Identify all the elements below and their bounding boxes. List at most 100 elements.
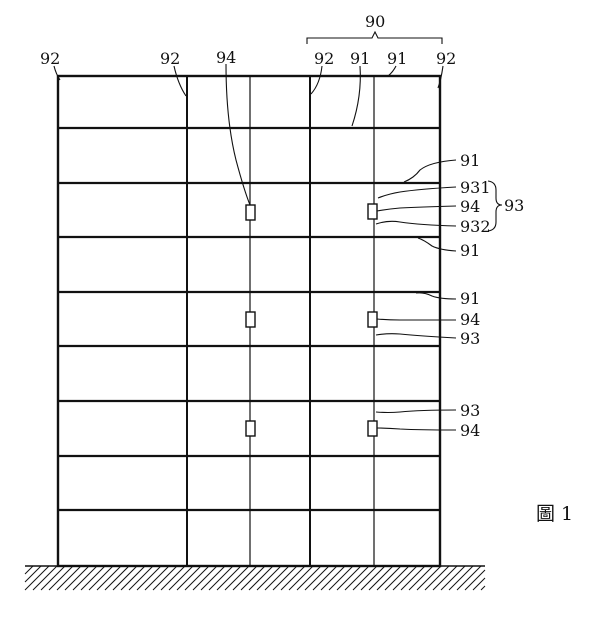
label-94-c: 94 [460,421,480,440]
hatch-line [128,565,154,591]
hatch-line [296,565,322,591]
hatch-line [304,565,330,591]
hatch-line [376,565,402,591]
label-94-b: 94 [460,310,480,329]
device-box [367,203,378,220]
hatch-line [56,565,82,591]
label-91-b: 91 [460,241,480,260]
hatch-line [176,565,202,591]
device-box [245,420,256,437]
hatch-line [96,565,122,591]
label-93-c: 93 [460,401,480,420]
hatch-line [72,565,98,591]
hatch-line [48,565,74,591]
hatch-line [360,565,386,591]
hatch-line [440,565,466,591]
hatch-line [256,565,282,591]
hatch-line [320,565,346,591]
label-92-c: 92 [314,49,334,68]
hatch-line [352,565,378,591]
hatch-line [24,565,42,583]
hatch-line [208,565,234,591]
hatch-line [112,565,138,591]
ground-hatching [24,565,486,591]
hatch-line [344,565,370,591]
hatch-line [280,565,306,591]
hatch-line [24,565,34,575]
hatch-line [232,565,258,591]
label-92-b: 92 [160,49,180,68]
hatch-line [240,565,266,591]
hatch-line [272,565,298,591]
hatch-line [64,565,90,591]
hatch-line [464,569,486,591]
device-box [245,204,256,221]
hatch-line [40,565,66,591]
hatch-line [392,565,418,591]
hatch-line [200,565,226,591]
leader-91-b [417,237,457,252]
hatch-line [216,565,242,591]
leader-92-a [53,65,61,81]
hatch-line [152,565,178,591]
hatch-line [424,565,450,591]
leader-92-b [173,65,187,97]
hatch-line [456,565,482,591]
hatch-line [480,585,486,591]
hatch-line [184,565,210,591]
floor-slabs [58,126,440,512]
hatch-line [160,565,186,591]
hatch-line [328,565,354,591]
reference-labels: 90 92 92 94 92 91 91 92 91 931 94 932 93… [40,12,573,525]
device-box [245,311,256,328]
label-932: 932 [460,217,491,236]
hatch-line [24,565,50,591]
label-931: 931 [460,178,491,197]
label-94-top: 94 [216,48,236,67]
hatch-line [400,565,426,591]
brace-90 [306,30,443,44]
hatch-line [408,565,434,591]
hatch-line [144,565,170,591]
hatch-line [472,577,486,591]
hatch-line [168,565,194,591]
brace-93 [487,180,503,232]
cables [249,76,375,566]
device-box [367,311,378,328]
leader-91-c [415,292,457,300]
leader-94-b [376,318,457,321]
devices [245,203,378,437]
hatch-line [336,565,362,591]
leader-931 [377,186,457,199]
hatch-line [80,565,106,591]
hatch-line [384,565,410,591]
hatch-line [416,565,442,591]
leader-93-b [375,333,457,339]
leader-93-c [375,409,457,414]
label-91-a: 91 [460,151,480,170]
hatch-line [264,565,290,591]
leader-91-top-b [387,65,397,77]
hatch-line [312,565,338,591]
hatch-line [192,565,218,591]
leader-92-d [437,65,444,89]
hatch-line [136,565,162,591]
device-box [367,420,378,437]
hatch-line [288,565,314,591]
ground [24,565,486,591]
label-91-top-a: 91 [350,49,370,68]
leader-91-top-a [351,65,361,127]
label-91-top-b: 91 [387,49,407,68]
leader-932 [375,220,457,227]
hatch-line [224,565,250,591]
hatch-line [448,565,474,591]
leader-91-a [403,159,457,183]
hatch-line [248,565,274,591]
hatch-line [32,565,58,591]
label-90: 90 [365,12,385,31]
figure-caption: 圖 1 [536,503,573,525]
leader-94-top [225,63,251,206]
hatch-line [104,565,130,591]
label-94-a: 94 [460,197,480,216]
